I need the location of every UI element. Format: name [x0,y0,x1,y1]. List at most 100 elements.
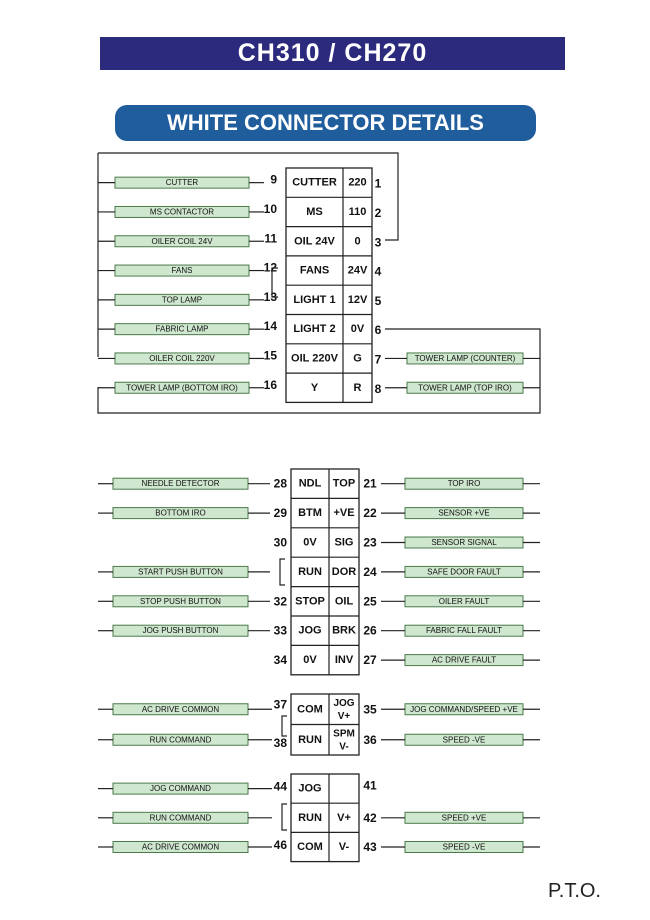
signal-label: LIGHT 2 [293,323,335,335]
pin-number: 5 [375,294,382,308]
pin-number: 28 [274,477,288,491]
right-wire-label: SPEED +VE [442,813,487,822]
left-wire-label: RUN COMMAND [150,813,212,822]
signal-label: 220 [348,177,366,189]
pin-number: 27 [363,653,377,667]
signal-label: JOG [298,625,321,637]
left-wire-label: STOP PUSH BUTTON [140,597,221,606]
pin-number: 32 [274,594,288,608]
signal-label: 24V [348,265,368,277]
left-wire-label: RUN COMMAND [150,735,212,744]
pin-number: 34 [274,653,288,667]
signal-label: 0V [303,654,317,666]
pin-number: 37 [274,697,288,711]
signal-label: SPM [333,728,355,739]
right-wire-label: AC DRIVE FAULT [432,656,496,665]
left-wire-label: TOWER LAMP (BOTTOM IRO) [126,383,238,392]
right-wire-label: TOP IRO [448,479,481,488]
signal-label: Y [311,382,319,394]
signal-label: COM [297,703,323,715]
signal-label: RUN [298,734,322,746]
right-wire-label: SENSOR +VE [438,509,489,518]
right-wire-label: SPEED -VE [443,843,486,852]
pin-number: 44 [274,780,288,794]
signal-label: DOR [332,566,357,578]
pin-number: 12 [264,261,278,275]
signal-label: MS [306,206,323,218]
signal-label: G [353,352,362,364]
pin-number: 15 [264,348,278,362]
signal-label: 0 [354,235,360,247]
signal-label: BRK [332,625,356,637]
signal-label: RUN [298,812,322,824]
pin-number: 46 [274,838,288,852]
jumper [281,715,287,737]
pin-number: 41 [363,779,377,793]
signal-label: 0V [303,537,317,549]
left-wire-label: MS CONTACTOR [150,207,214,216]
section-subtitle: WHITE CONNECTOR DETAILS [115,105,536,141]
signal-label: LIGHT 1 [293,294,335,306]
signal-label: FANS [300,265,329,277]
pin-number: 6 [375,323,382,337]
pin-number: 3 [375,235,382,249]
connector-4-housing [290,773,360,863]
signal-label: CUTTER [292,177,337,189]
pin-number: 4 [375,265,382,279]
connector-2-housing [290,468,360,676]
pin-number: 24 [363,565,377,579]
left-wire-label: OILER COIL 24V [151,237,213,246]
left-wire-label: TOP LAMP [162,295,202,304]
left-wire-label: AC DRIVE COMMON [142,843,220,852]
pin-number: 36 [363,733,377,747]
signal-label: STOP [295,595,325,607]
jumper [271,267,278,298]
left-wire-label: BOTTOM IRO [155,509,206,518]
right-wire-label: JOG COMMAND/SPEED +VE [410,705,518,714]
pin-number: 23 [363,536,377,550]
left-wire-label: JOG PUSH BUTTON [143,626,219,635]
left-wire-label: AC DRIVE COMMON [142,705,220,714]
right-wire-label: FABRIC FALL FAULT [426,626,502,635]
wire-frame [97,328,541,414]
signal-label: OIL 220V [291,352,339,364]
pin-number: 7 [375,352,382,366]
signal-label: JOG [298,783,321,795]
right-wire-label: SPEED -VE [443,735,486,744]
signal-label: V- [339,841,350,853]
left-wire-label: START PUSH BUTTON [138,567,223,576]
pin-number: 13 [264,290,278,304]
signal-label: 0V [351,323,365,335]
right-wire-label: TOWER LAMP (COUNTER) [415,354,516,363]
pin-number: 8 [375,382,382,396]
signal-label: SIG [335,537,354,549]
pin-number: 22 [363,506,377,520]
pin-number: 14 [264,319,278,333]
left-wire-label: FABRIC LAMP [156,325,209,334]
right-wire-label: SAFE DOOR FAULT [427,567,501,576]
signal-label: 110 [349,206,367,218]
right-wire-label: SENSOR SIGNAL [431,538,497,547]
left-wire-label: JOG COMMAND [150,784,211,793]
signal-label: BTM [298,507,322,519]
jumper [281,803,287,831]
left-wire-label: CUTTER [166,178,199,187]
pin-number: 35 [363,702,377,716]
page-footer-pto: P.T.O. [548,880,601,902]
signal-label: RUN [298,566,322,578]
pin-number: 38 [274,736,288,750]
signal-label: OIL [335,595,354,607]
left-wire-label: OILER COIL 220V [149,354,215,363]
signal-label: COM [297,841,323,853]
left-wire-label: NEEDLE DETECTOR [141,479,219,488]
pin-number: 26 [363,624,377,638]
pin-number: 16 [264,378,278,392]
signal-label: V- [339,741,348,752]
signal-label: TOP [333,478,355,490]
pin-number: 33 [274,624,288,638]
signal-label: +VE [333,507,354,519]
wire-frame [98,152,399,241]
pin-number: 25 [363,594,377,608]
signal-label: INV [335,654,354,666]
